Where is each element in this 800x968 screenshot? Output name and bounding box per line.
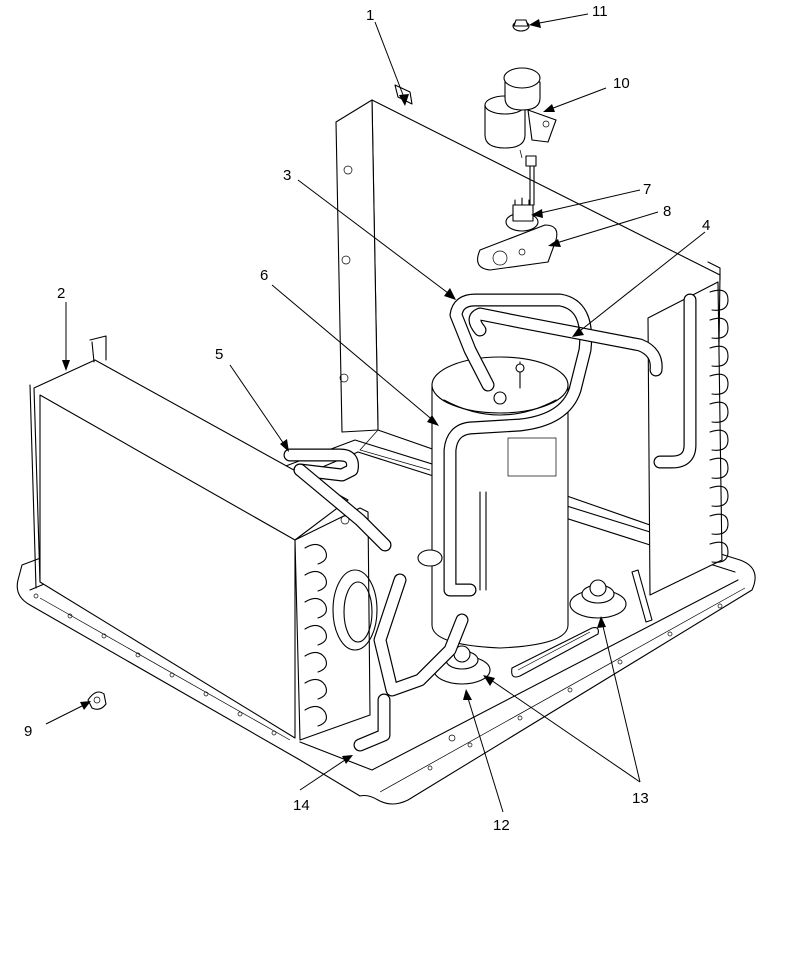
right-evaporator-coil <box>631 281 729 623</box>
fan-motor <box>484 67 557 159</box>
leader-lines <box>45 13 706 813</box>
thermostat-and-bracket <box>477 155 558 271</box>
compressor <box>417 356 627 685</box>
callout-6: 6 <box>260 267 268 284</box>
callout-9: 9 <box>24 723 32 740</box>
callout-5: 5 <box>215 346 223 363</box>
callout-10: 10 <box>613 75 630 92</box>
clip-part <box>87 691 107 710</box>
callout-13: 13 <box>632 790 649 807</box>
refrigerant-tubing <box>353 293 663 752</box>
callout-labels: 1 2 3 4 5 6 7 8 9 10 11 12 13 14 <box>24 3 710 834</box>
callout-14: 14 <box>293 797 310 814</box>
callout-1: 1 <box>366 7 374 24</box>
nut-part <box>512 19 530 32</box>
callout-12: 12 <box>493 817 510 834</box>
callout-8: 8 <box>663 203 671 220</box>
callout-4: 4 <box>702 217 710 234</box>
callout-7: 7 <box>643 181 651 198</box>
callout-2: 2 <box>57 285 65 302</box>
rear-tube-loop <box>283 448 392 552</box>
left-condenser-coil <box>29 335 378 741</box>
callout-11: 11 <box>592 3 608 20</box>
callout-3: 3 <box>283 167 291 184</box>
